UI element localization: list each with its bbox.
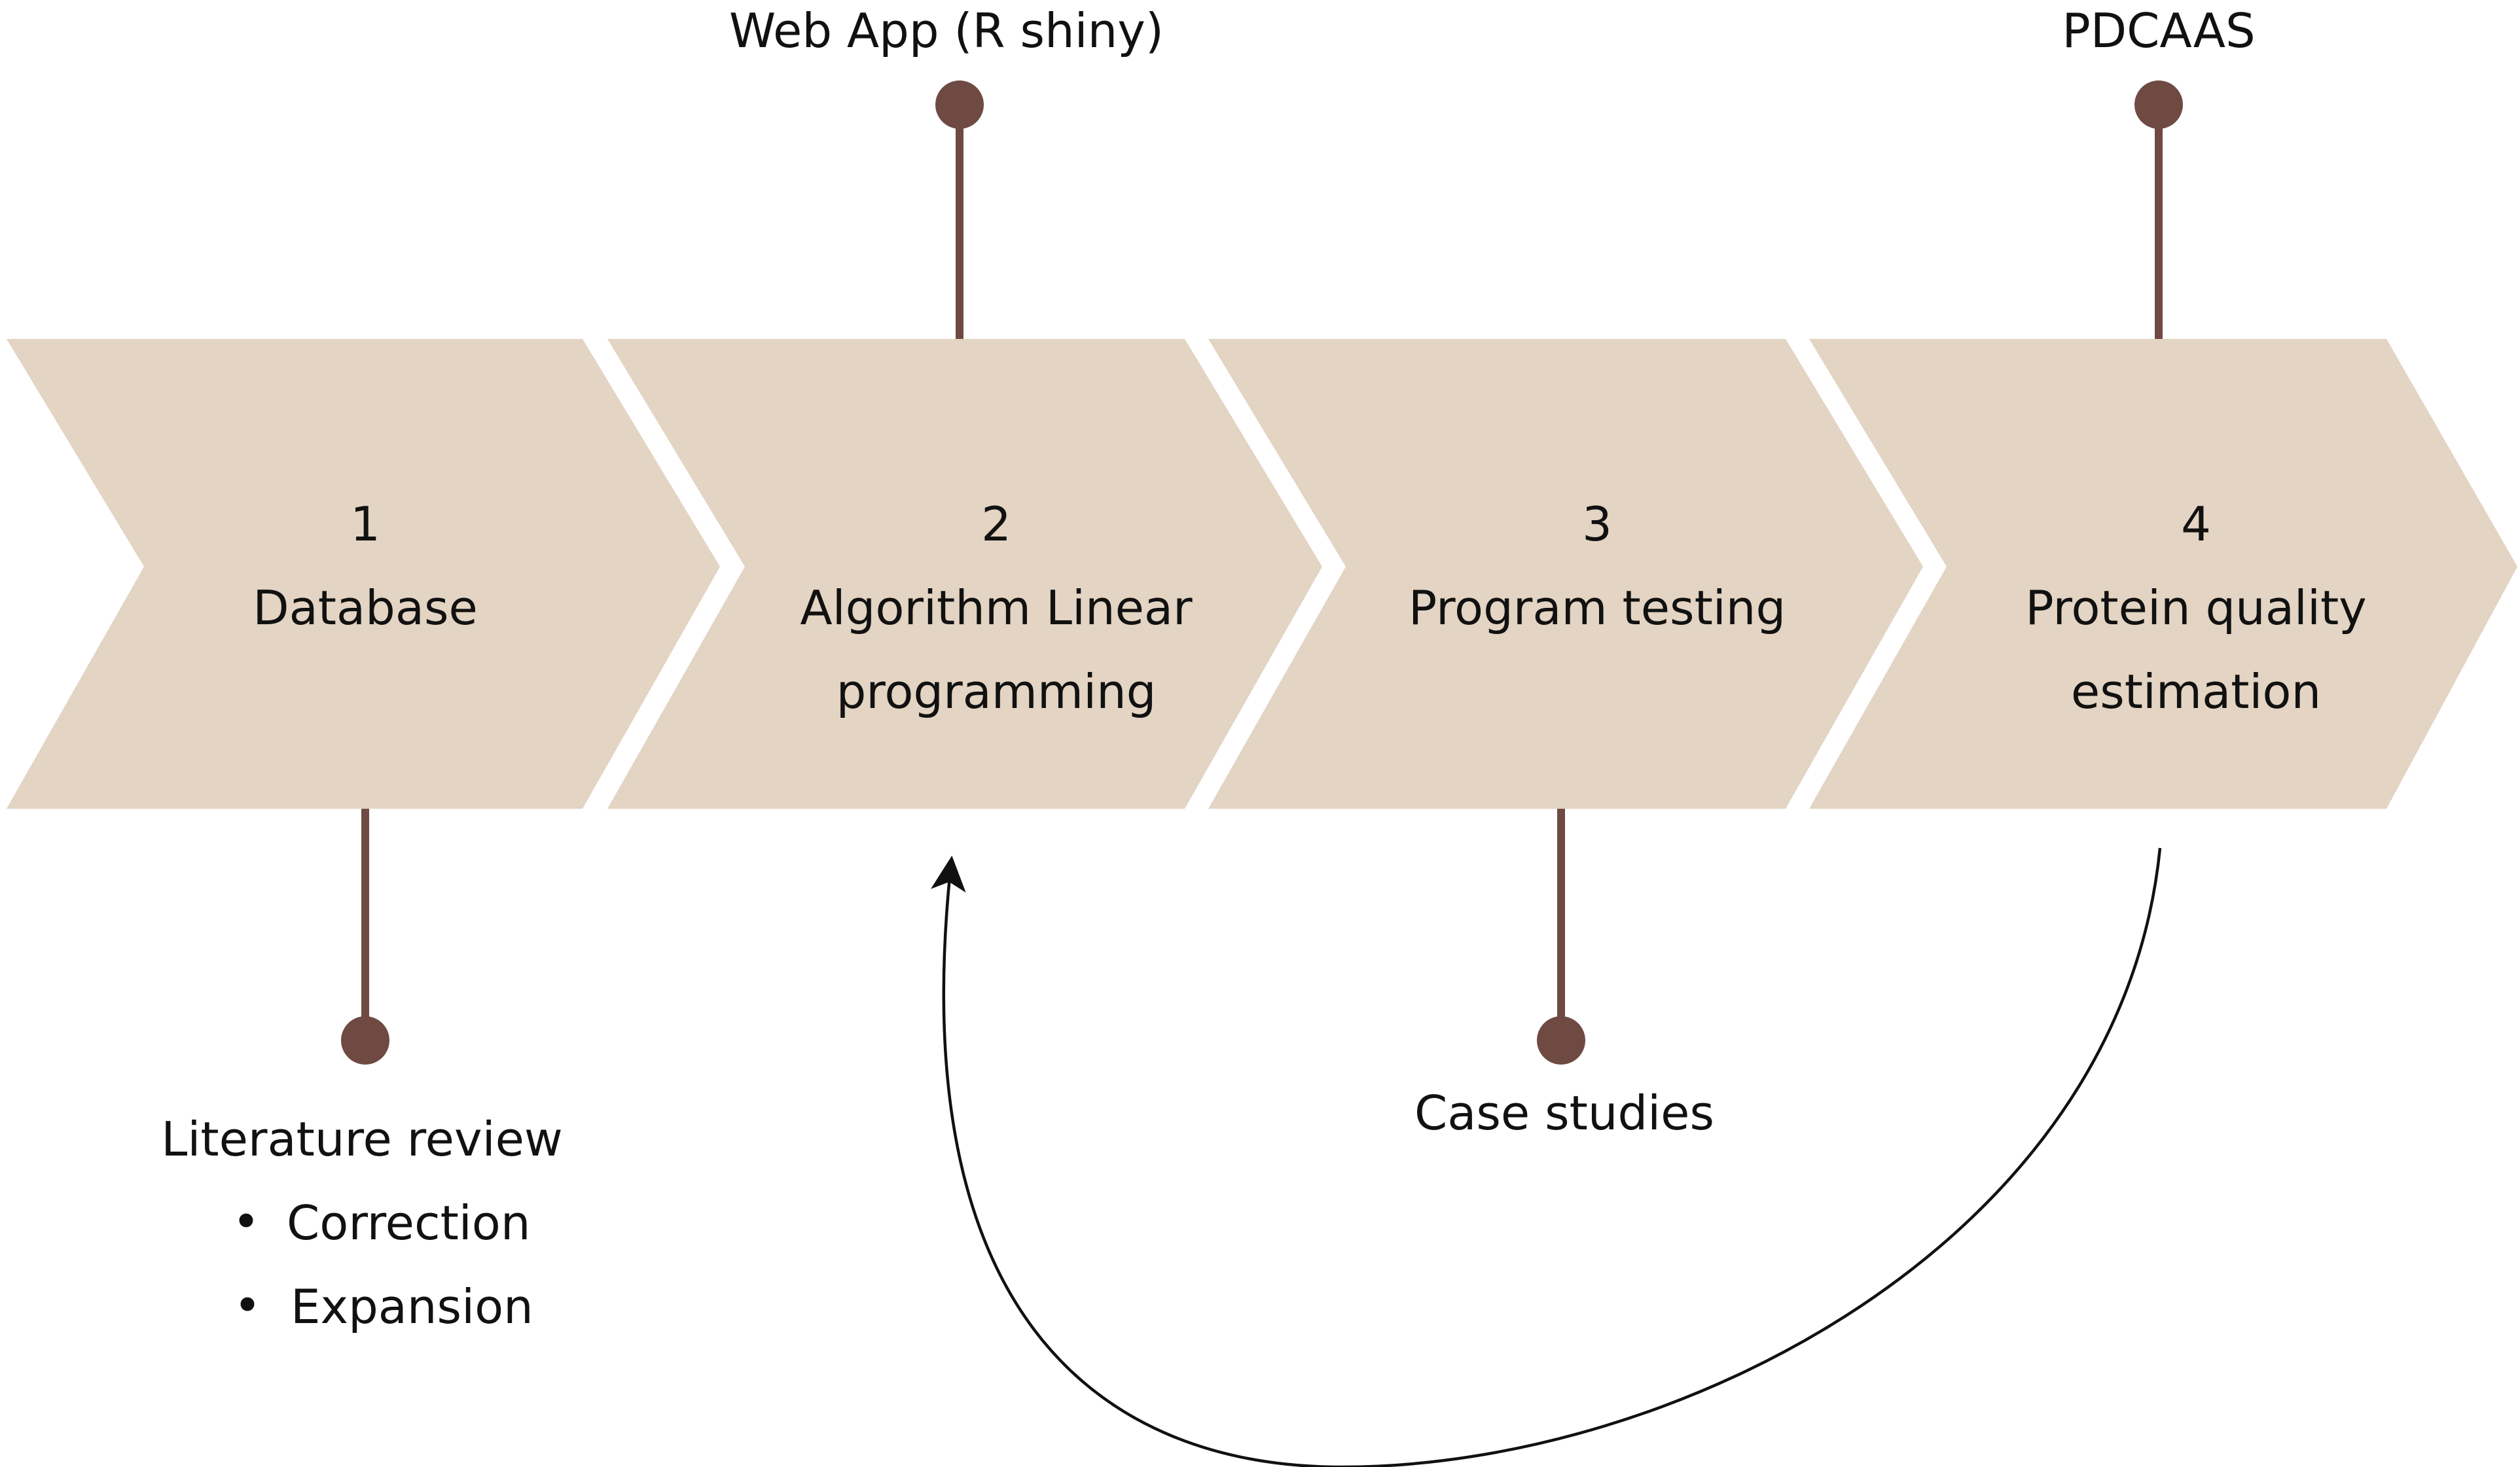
step-1-chevron xyxy=(7,339,720,809)
feedback-arrow xyxy=(930,847,2162,1467)
step-2-label-line-2: programming xyxy=(837,664,1157,719)
step-2-label-line-1: Algorithm Linear xyxy=(800,580,1193,635)
pdcaas-label: PDCAAS xyxy=(2062,3,2255,58)
step-1-label: Database xyxy=(253,580,478,635)
step-2-number: 2 xyxy=(981,497,1011,552)
step-1-number: 1 xyxy=(350,497,380,552)
literature-pin xyxy=(341,1016,389,1065)
step-4-label-line-2: estimation xyxy=(2071,664,2321,719)
case-studies-label: Case studies xyxy=(1414,1086,1714,1140)
step-3-label: Program testing xyxy=(1409,580,1786,635)
bullet-1-glyph: • xyxy=(232,1194,260,1249)
web-app-label: Web App (R shiny) xyxy=(729,3,1164,58)
step-3-number: 3 xyxy=(1582,497,1612,552)
bullet-2-glyph: • xyxy=(234,1278,261,1333)
step-2-chevron xyxy=(607,339,1322,809)
step-4-label-line-1: Protein quality xyxy=(2025,580,2367,635)
pdcaas-pin xyxy=(2134,80,2183,129)
case-studies-pin xyxy=(1537,1016,1585,1065)
step-4-number: 4 xyxy=(2181,497,2211,552)
step-4-chevron xyxy=(1809,339,2517,809)
step-3-chevron xyxy=(1208,339,1923,809)
literature-review-label: Literature review xyxy=(161,1112,563,1167)
bullet-expansion: Expansion xyxy=(291,1279,533,1334)
web-app-pin xyxy=(935,80,984,129)
bullet-correction: Correction xyxy=(287,1195,530,1250)
